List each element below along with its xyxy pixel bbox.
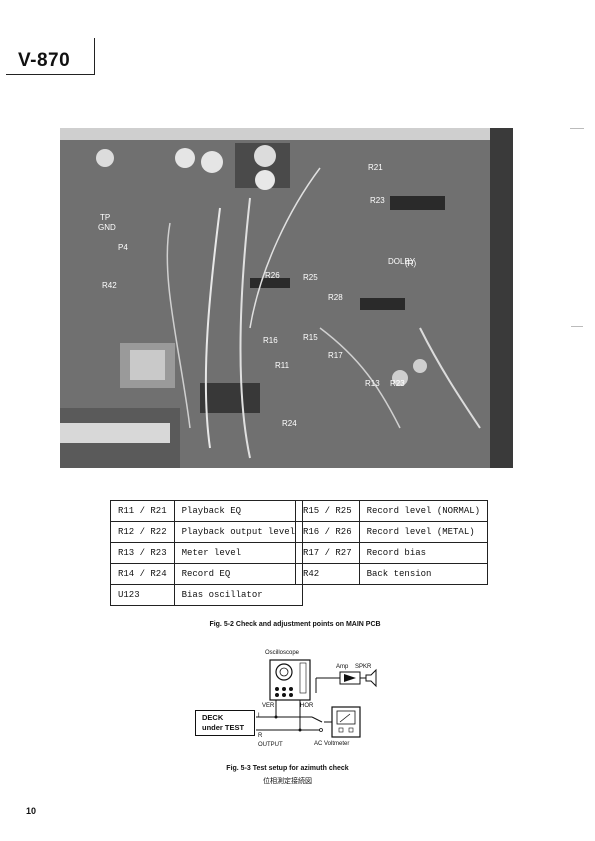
oscilloscope-screen-icon	[275, 663, 293, 681]
voltmeter-box	[331, 706, 361, 738]
photo-label: R25	[303, 273, 318, 282]
table-cell-ref: R17 / R27	[295, 542, 360, 564]
oscilloscope-label: Oscilloscope	[265, 650, 300, 656]
table-cell-function: Playback output level	[173, 521, 304, 543]
table-cell-ref: R15 / R25	[295, 500, 360, 522]
deck-under-test-box: DECK under TEST	[195, 710, 255, 736]
table-cell-function: Record bias	[358, 542, 489, 564]
table-cell-ref: U123	[110, 584, 175, 606]
voltmeter-dial-icon	[336, 710, 356, 725]
pcb-photo: R21 R23 TP GND P4 R42 R26 R25 DOLBY (R) …	[60, 128, 513, 468]
left-channel-label: L	[258, 713, 262, 719]
table-cell-function: Playback EQ	[173, 500, 304, 522]
switch-icon	[311, 716, 323, 723]
table-cell-ref: R42	[295, 563, 360, 585]
photo-label: P4	[118, 243, 128, 252]
photo-label: R42	[102, 281, 117, 290]
figure-caption-5-2: Fig. 5-2 Check and adjustment points on …	[209, 621, 381, 628]
photo-label: R28	[328, 293, 343, 302]
table-cell-function: Bias oscillator	[173, 584, 304, 606]
amp-label: Amp	[336, 664, 349, 670]
photo-label: R23	[390, 379, 405, 388]
photo-label: R17	[328, 351, 343, 360]
right-channel-label: R	[258, 733, 263, 739]
scan-mark	[570, 128, 584, 129]
speaker-icon	[365, 668, 377, 688]
scan-mark	[571, 326, 583, 327]
table-cell-function: Meter level	[173, 542, 304, 564]
hor-label: HOR	[300, 703, 314, 709]
table-cell-function: Back tension	[358, 563, 489, 585]
table-cell-ref: R12 / R22	[110, 521, 175, 543]
photo-label: GND	[98, 223, 116, 232]
figure-caption-5-3: Fig. 5-3 Test setup for azimuth check	[226, 765, 349, 772]
table-cell-function: Record EQ	[173, 563, 304, 585]
under-test-label: under TEST	[202, 723, 245, 732]
photo-label: R21	[368, 163, 383, 172]
photo-label: R15	[303, 333, 318, 342]
table-cell-function: Record level (METAL)	[358, 521, 489, 543]
table-cell-function: Record level (NORMAL)	[358, 500, 489, 522]
ver-label: VER	[262, 703, 275, 709]
photo-label: R23	[370, 196, 385, 205]
speaker-label: SPKR	[355, 664, 372, 670]
table-cell-ref: R13 / R23	[110, 542, 175, 564]
oscilloscope-box	[269, 659, 311, 701]
table-cell-ref: R11 / R21	[110, 500, 175, 522]
photo-label: R24	[282, 419, 297, 428]
azimuth-test-diagram	[256, 659, 377, 738]
pcb-photo-illustration: R21 R23 TP GND P4 R42 R26 R25 DOLBY (R) …	[60, 128, 513, 468]
table-cell-ref: R16 / R26	[295, 521, 360, 543]
photo-label: TP	[100, 213, 110, 222]
photo-label: R26	[265, 271, 280, 280]
photo-label: (R)	[405, 259, 416, 268]
photo-label: R11	[275, 361, 290, 370]
deck-label: DECK	[202, 713, 224, 722]
figure-caption-5-3-jp: 位相測定接続図	[263, 777, 312, 785]
photo-label: R16	[263, 336, 278, 345]
page-number: 10	[26, 806, 37, 816]
photo-label: R13	[365, 379, 380, 388]
output-label: OUTPUT	[258, 742, 283, 748]
header-rule	[6, 38, 95, 75]
voltmeter-label: AC Voltmeter	[314, 741, 350, 747]
table-cell-ref: R14 / R24	[110, 563, 175, 585]
photo-label: DOLBY	[388, 257, 416, 266]
model-number: V-870	[18, 50, 71, 71]
